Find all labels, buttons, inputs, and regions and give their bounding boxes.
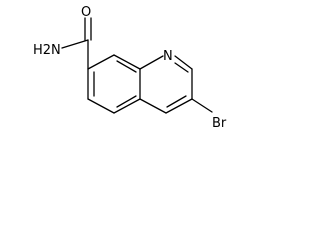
bond-c4a-c5-inner <box>116 95 137 108</box>
bond-n1-c2-inner <box>174 62 189 73</box>
bond-c8-c8a-inner <box>116 60 137 73</box>
bond-c4-c4a <box>139 98 167 114</box>
oxygen-label: O <box>81 5 91 20</box>
bromine-label: Br <box>212 116 227 131</box>
bond-c8a-n1 <box>139 55 164 70</box>
bond-c3-bromine <box>191 98 213 113</box>
bond-c5-c6 <box>87 98 115 114</box>
bond-c8-c8a <box>113 54 141 70</box>
bond-c3-c4 <box>165 98 193 114</box>
bond-c4a-c5 <box>113 98 141 114</box>
bond-c7-c8 <box>87 54 115 70</box>
bond-c3-c4-inner <box>166 95 187 108</box>
bond-carbonyl-nitrogen <box>61 39 89 49</box>
bond-n1-c2 <box>174 55 193 70</box>
quinoline-carboxamide-structure: O H2N N Br <box>33 5 227 131</box>
ring-nitrogen-label: N <box>163 49 173 64</box>
amide-nitrogen-label: H2N <box>33 43 61 58</box>
